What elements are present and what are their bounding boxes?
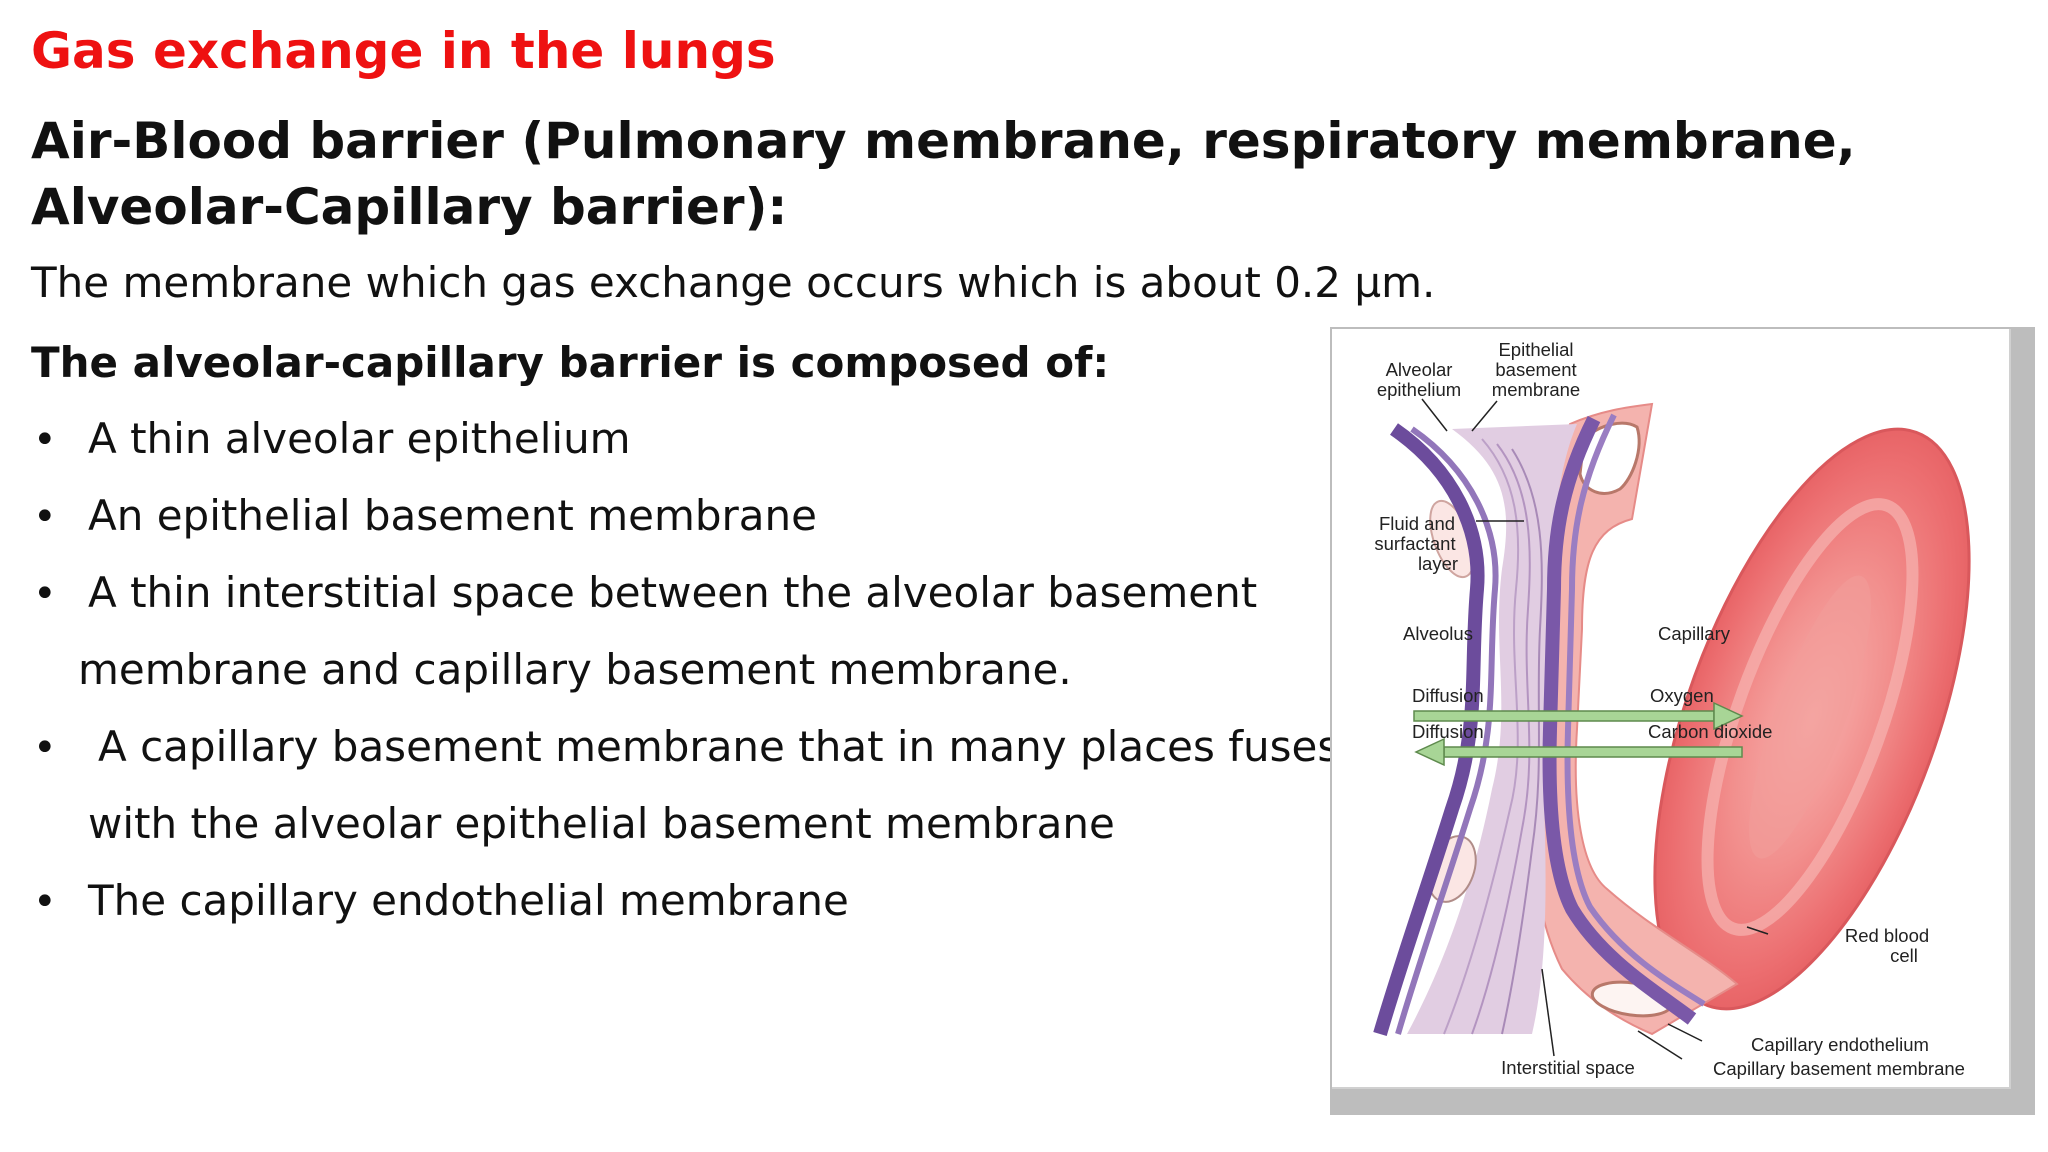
label-oxygen: Oxygen (1650, 685, 1714, 706)
bullet-item: A thin interstitial space between the al… (88, 568, 1258, 617)
bullet-marker: • (33, 494, 57, 540)
intro-text: The membrane which gas exchange occurs w… (31, 258, 1436, 307)
co2-diffusion-arrow (1414, 737, 1743, 767)
bullet-item: An epithelial basement membrane (88, 491, 817, 540)
section-heading: Air-Blood barrier (Pulmonary membrane, r… (31, 112, 1856, 236)
label-interstitial-space: Interstitial space (1501, 1057, 1635, 1078)
label-alveolar-epithelium: epithelium (1377, 379, 1461, 400)
capillary-basement-membrane (1542, 413, 1706, 1025)
label-capillary-endothelium: Capillary endothelium (1751, 1034, 1929, 1055)
oxygen-diffusion-arrow (1413, 701, 1744, 731)
label-diffusion: Diffusion (1412, 685, 1484, 706)
label-red-blood-cell: cell (1890, 945, 1918, 966)
label-capillary-basement-membrane: Capillary basement membrane (1713, 1058, 1965, 1079)
alveolar-epithelium (1373, 423, 1499, 1036)
label-alveolus: Alveolus (1403, 623, 1473, 644)
composed-heading: The alveolar-capillary barrier is compos… (31, 338, 1110, 387)
leader-lines (1421, 398, 1769, 1060)
label-fluid-surfactant-layer: surfactant (1374, 533, 1455, 554)
bullet-marker: • (33, 417, 57, 463)
bullet-item: A thin alveolar epithelium (88, 414, 631, 463)
bullet-marker: • (33, 725, 57, 771)
bullet-marker: • (33, 571, 57, 617)
label-epithelial-basement-membrane: basement (1495, 359, 1576, 380)
label-capillary: Capillary (1658, 623, 1731, 644)
label-red-blood-cell: Red blood (1845, 925, 1929, 946)
label-carbon-dioxide: Carbon dioxide (1648, 721, 1772, 742)
bullet-item-continuation: membrane and capillary basement membrane… (78, 645, 1072, 694)
label-diffusion: Diffusion (1412, 721, 1484, 742)
label-alveolar-epithelium: Alveolar (1386, 359, 1453, 380)
alveolar-capillary-diagram: Alveolar epithelium Epithelial basement … (1332, 329, 2011, 1089)
bullet-marker: • (33, 879, 57, 925)
red-blood-cell (1653, 427, 1971, 1011)
slide-title: Gas exchange in the lungs (31, 22, 776, 80)
diagram-svg: Alveolar epithelium Epithelial basement … (1373, 339, 1971, 1079)
label-fluid-surfactant-layer: layer (1418, 553, 1458, 574)
bullet-item: A capillary basement membrane that in ma… (98, 722, 1340, 771)
label-epithelial-basement-membrane: Epithelial (1498, 339, 1573, 360)
bullet-item-continuation: with the alveolar epithelial basement me… (88, 799, 1115, 848)
label-epithelial-basement-membrane: membrane (1492, 379, 1580, 400)
label-fluid-surfactant-layer: Fluid and (1379, 513, 1455, 534)
bullet-item: The capillary endothelial membrane (88, 876, 849, 925)
